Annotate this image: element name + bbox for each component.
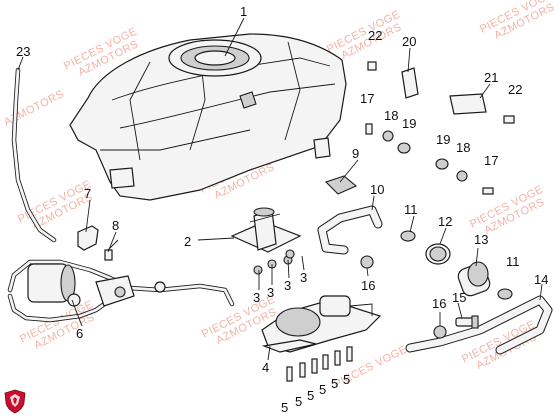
part-label: 5 — [307, 388, 314, 403]
cap — [433, 325, 447, 339]
clamp-band — [425, 243, 451, 265]
part-number-labels: 1 2 3 3 3 3 4 5 5 5 5 5 5 6 7 8 9 10 11 … — [16, 4, 548, 415]
part-label: 5 — [319, 382, 326, 397]
part-label: 5 — [343, 372, 350, 387]
part-label: 11 — [404, 202, 418, 217]
pump-flange — [230, 207, 302, 253]
fastener-set — [365, 61, 515, 195]
part-label: 17 — [360, 91, 374, 106]
bracket — [77, 225, 99, 251]
bracket-21 — [449, 93, 487, 115]
part-label: 21 — [484, 70, 498, 85]
part-label: 9 — [352, 146, 359, 161]
part-label: 2 — [184, 234, 191, 249]
part-label: 20 — [402, 34, 416, 49]
part-label: 23 — [16, 44, 30, 59]
part-label: 5 — [331, 376, 338, 391]
vent-hose — [11, 67, 57, 243]
part-label: 7 — [84, 186, 91, 201]
part-label: 17 — [484, 153, 498, 168]
elbow-hose — [317, 205, 383, 255]
part-label: 5 — [281, 400, 288, 415]
brand-crest-logo — [4, 389, 26, 414]
part-label: 6 — [76, 326, 83, 341]
part-label: 16 — [361, 278, 375, 293]
part-label: 19 — [402, 116, 416, 131]
part-label: 11 — [506, 254, 520, 269]
part-label: 14 — [534, 272, 548, 287]
bolt-row — [286, 346, 353, 382]
fuel-hose — [405, 295, 553, 355]
hose-clamp — [400, 230, 416, 242]
hose-fitting — [455, 315, 479, 329]
part-label: 12 — [438, 214, 452, 229]
leader-lines — [17, 17, 543, 361]
rubber-mount — [324, 175, 358, 195]
part-label: 22 — [508, 82, 522, 97]
part-label: 3 — [284, 278, 291, 293]
part-label: 5 — [295, 394, 302, 409]
fuel-filter — [457, 261, 491, 297]
part-label: 10 — [370, 182, 384, 197]
part-label: 16 — [432, 296, 446, 311]
part-label: 19 — [436, 132, 450, 147]
part-label: 1 — [240, 4, 247, 19]
part-label: 15 — [452, 290, 466, 305]
part-label: 8 — [112, 218, 119, 233]
part-label: 3 — [267, 285, 274, 300]
part-label: 4 — [262, 360, 269, 375]
part-label: 13 — [474, 232, 488, 247]
cap — [360, 255, 374, 269]
part-label: 18 — [384, 108, 398, 123]
part-label: 3 — [300, 270, 307, 285]
fuel-pump-assembly — [7, 259, 235, 323]
fuel-pump-body — [261, 295, 382, 353]
hose-clamp — [497, 288, 513, 300]
fuel-tank — [69, 33, 347, 201]
bracket-20 — [401, 67, 419, 99]
part-label: 18 — [456, 140, 470, 155]
part-label: 22 — [368, 28, 382, 43]
part-label: 3 — [253, 290, 260, 305]
